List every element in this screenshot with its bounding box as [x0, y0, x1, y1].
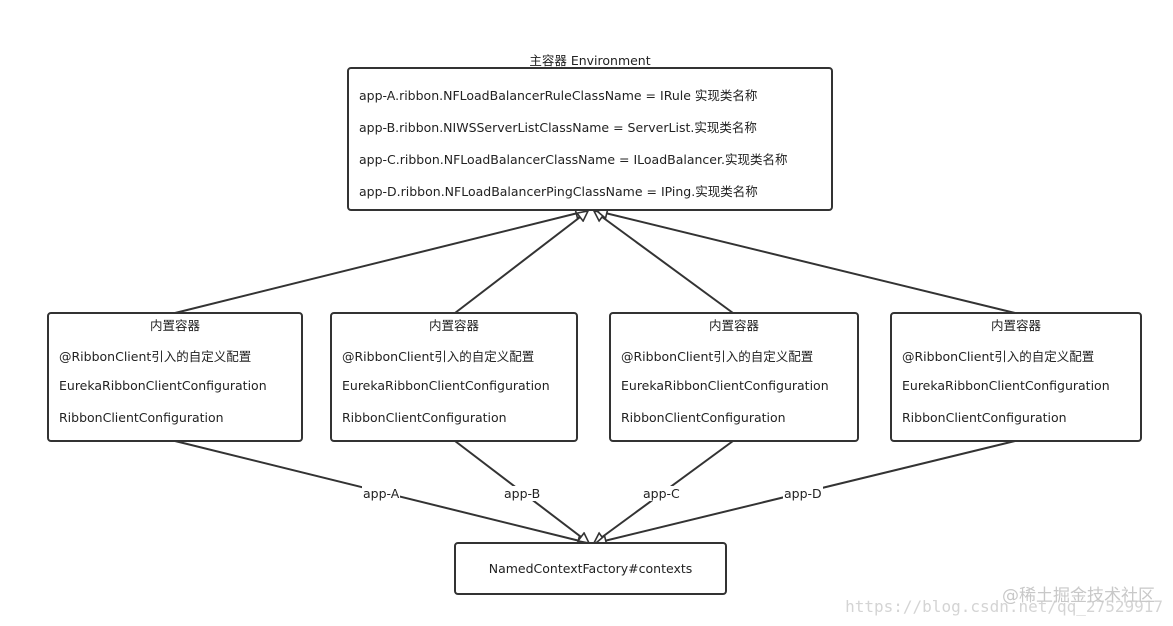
child-config-line: RibbonClientConfiguration — [902, 410, 1067, 425]
child-config-line: RibbonClientConfiguration — [59, 410, 224, 425]
edge-label-app-d: app-D — [783, 486, 823, 501]
edge-label-app-c: app-C — [642, 486, 681, 501]
child-container-title: 内置容器 — [428, 318, 479, 333]
child-config-line: @RibbonClient引入的自定义配置 — [621, 349, 814, 364]
watermark-brand: @稀土掘金技术社区 — [1002, 586, 1155, 606]
child-config-line: EurekaRibbonClientConfiguration — [902, 378, 1110, 393]
named-context-factory-box: NamedContextFactory#contexts — [454, 542, 727, 595]
named-context-factory-label: NamedContextFactory#contexts — [488, 561, 693, 576]
child-config-line: RibbonClientConfiguration — [342, 410, 507, 425]
main-config-line: app-B.ribbon.NIWSServerListClassName = S… — [359, 120, 757, 135]
child-config-line: @RibbonClient引入的自定义配置 — [342, 349, 535, 364]
watermark-url: https://blog.csdn.net/qq_27529917 — [845, 597, 1163, 616]
child-container-title: 内置容器 — [149, 318, 200, 333]
main-config-line: app-C.ribbon.NFLoadBalancerClassName = I… — [359, 152, 788, 167]
child-container-b: 内置容器 @RibbonClient引入的自定义配置 EurekaRibbonC… — [330, 312, 578, 442]
child-container-title: 内置容器 — [990, 318, 1041, 333]
child-config-line: EurekaRibbonClientConfiguration — [59, 378, 267, 393]
child-config-line: @RibbonClient引入的自定义配置 — [59, 349, 252, 364]
main-config-line: app-A.ribbon.NFLoadBalancerRuleClassName… — [359, 88, 758, 103]
edge-label-app-a: app-A — [362, 486, 401, 501]
main-container-box: app-A.ribbon.NFLoadBalancerRuleClassName… — [347, 67, 833, 211]
child-container-a: 内置容器 @RibbonClient引入的自定义配置 EurekaRibbonC… — [47, 312, 303, 442]
child-container-c: 内置容器 @RibbonClient引入的自定义配置 EurekaRibbonC… — [609, 312, 859, 442]
child-config-line: @RibbonClient引入的自定义配置 — [902, 349, 1095, 364]
child-config-line: RibbonClientConfiguration — [621, 410, 786, 425]
main-container-title: 主容器 Environment — [529, 53, 651, 68]
edge-label-app-b: app-B — [503, 486, 542, 501]
child-container-d: 内置容器 @RibbonClient引入的自定义配置 EurekaRibbonC… — [890, 312, 1142, 442]
child-container-title: 内置容器 — [708, 318, 759, 333]
child-config-line: EurekaRibbonClientConfiguration — [621, 378, 829, 393]
main-config-line: app-D.ribbon.NFLoadBalancerPingClassName… — [359, 184, 758, 199]
child-config-line: EurekaRibbonClientConfiguration — [342, 378, 550, 393]
